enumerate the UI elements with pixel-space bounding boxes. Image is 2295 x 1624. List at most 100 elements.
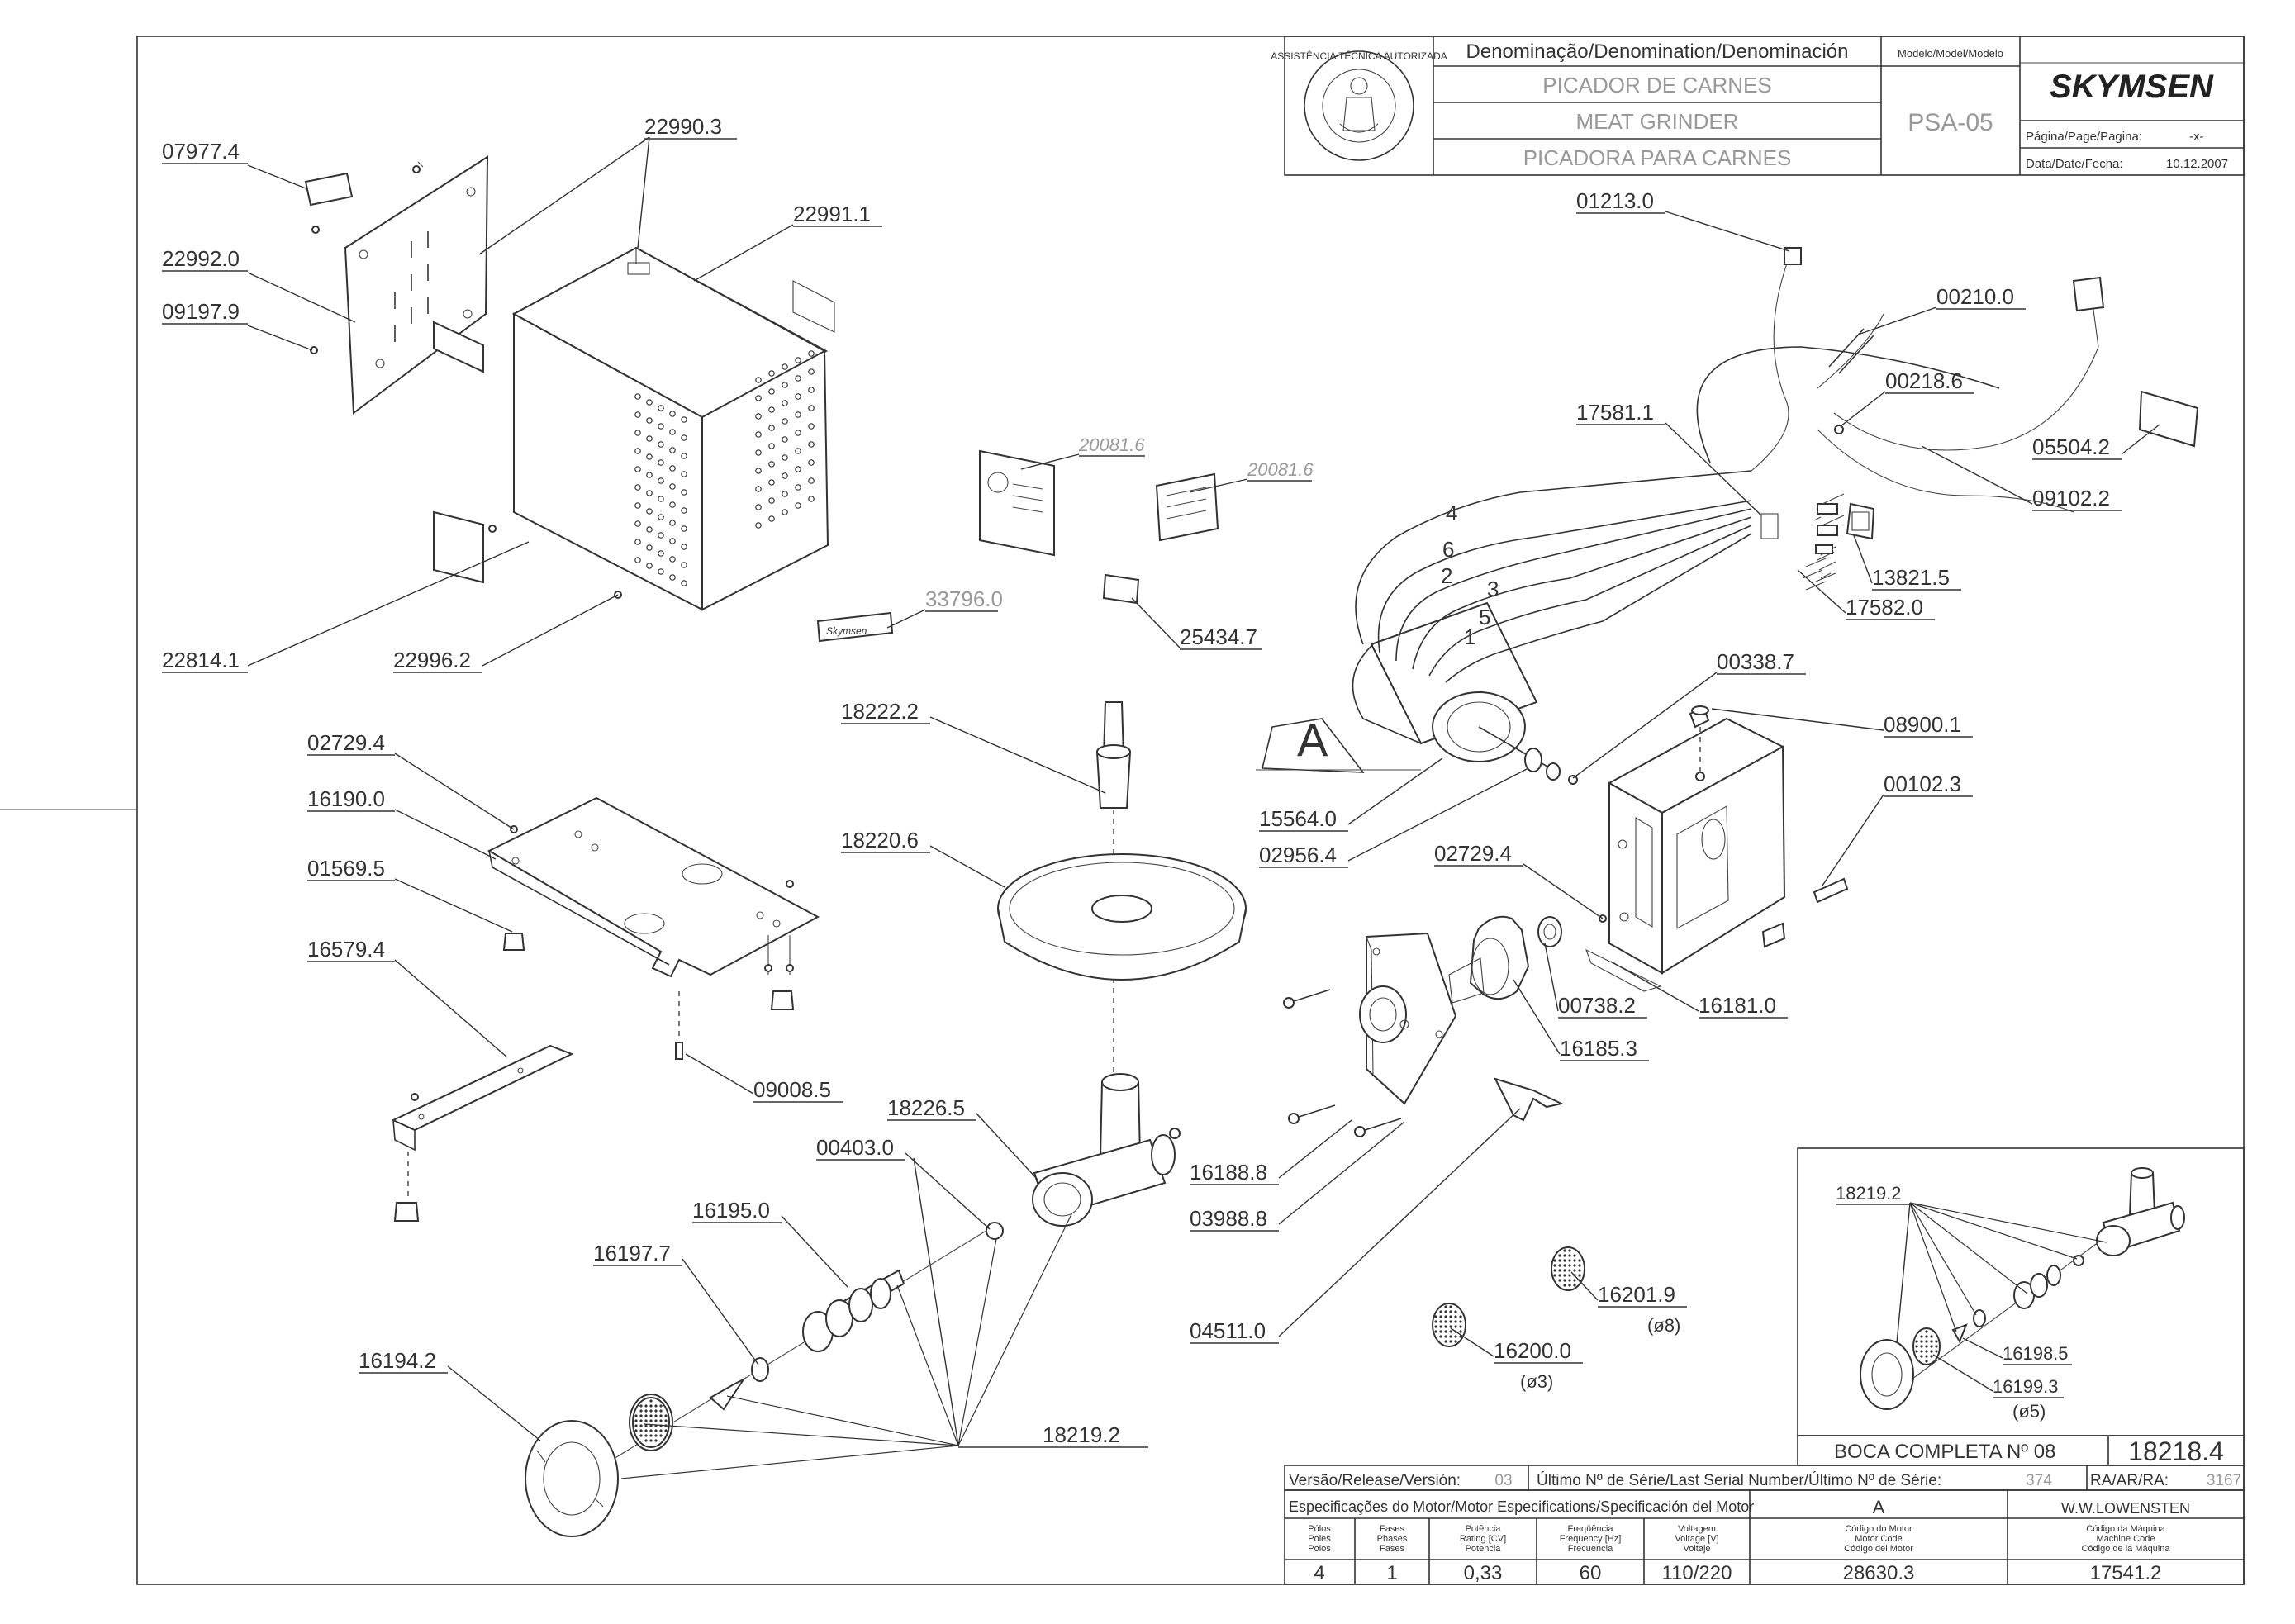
callout-16199-3: 16199.3	[1932, 1354, 2064, 1398]
ra-value: 3167	[2207, 1472, 2241, 1489]
base-plate	[487, 796, 820, 1060]
boca-code: 18218.4	[2128, 1436, 2224, 1466]
callout-02729-4: 02729.4	[1434, 841, 1604, 919]
svg-text:Skymsen: Skymsen	[826, 625, 867, 637]
callout-00738-2: 00738.2	[1544, 943, 1647, 1019]
part-number-label: 17582.0	[1846, 595, 1923, 620]
model-value: PSA-05	[1908, 109, 1993, 136]
callout-22814-1: 22814.1	[162, 541, 530, 673]
column-header-line: Polos	[1308, 1544, 1331, 1554]
part-number-label: 09197.9	[162, 299, 240, 324]
date-value: 10.12.2007	[2166, 157, 2228, 171]
callout-16197-7: 16197.7	[593, 1241, 759, 1365]
callout-16181-0: 16181.0	[1610, 961, 1788, 1019]
polos-value: 4	[1314, 1562, 1324, 1584]
front-flange	[1283, 915, 1565, 1137]
part-number-label: 25434.7	[1180, 624, 1257, 649]
column-headers: PólosPolesPolosFasesPhasesFasesPotênciaR…	[1308, 1524, 2170, 1554]
column-header-line: Fases	[1380, 1524, 1404, 1534]
callout-00338-7: 00338.7	[1572, 649, 1806, 779]
part-number-label: 16199.3	[1993, 1376, 2059, 1397]
a-header: A	[1873, 1497, 1885, 1517]
part-number-label: 16195.0	[692, 1198, 770, 1223]
column-header-line: Freqüência	[1567, 1524, 1613, 1534]
part-number-label: 16197.7	[593, 1241, 671, 1265]
author: W.W.LOWENSTEN	[2061, 1500, 2190, 1517]
denomination-header: Denominação/Denomination/Denominación	[1466, 40, 1849, 63]
callout-17581-1: 17581.1	[1576, 400, 1762, 516]
callout-18219-2: 18219.2	[1836, 1183, 2107, 1344]
part-number-label: 01569.5	[307, 856, 385, 881]
grinder-body	[1032, 1073, 1181, 1227]
column-header-line: Código do Motor	[1845, 1524, 1912, 1534]
feed-screw-assembly	[525, 1222, 1004, 1537]
tray-and-pusher	[997, 701, 1247, 1074]
part-number-label: 18219.2	[1836, 1183, 1902, 1204]
callout-16190-0: 16190.0	[307, 786, 497, 860]
callout-16200-0: 16200.0	[1450, 1327, 1583, 1364]
part-number-label: 02729.4	[307, 730, 385, 755]
drawing-frame	[136, 36, 2245, 1585]
part-number-label: 09008.5	[753, 1077, 831, 1102]
name-pt: PICADOR DE CARNES	[1542, 73, 1771, 97]
part-number-label: 15564.0	[1259, 806, 1337, 831]
part-number-label: 33796.0	[925, 586, 1003, 611]
part-number-label: 22991.1	[793, 202, 871, 226]
motor-spec-table: Especificações do Motor/Motor Especifica…	[1284, 1489, 2245, 1585]
part-number-label: 03988.8	[1190, 1206, 1267, 1231]
spec-header: Especificações do Motor/Motor Especifica…	[1289, 1498, 1754, 1515]
seal-text: ASSISTÊNCIA TÉCNICA AUTORIZADA	[1271, 50, 1447, 62]
part-number-label: 18226.5	[887, 1095, 965, 1120]
callout-08900-1: 08900.1	[1711, 708, 1973, 738]
callout-05504-2: 05504.2	[2032, 424, 2160, 460]
part-number-label: 01213.0	[1576, 188, 1654, 213]
part-number-label: 20081.6	[1078, 434, 1145, 455]
part-number-label: 16181.0	[1699, 993, 1776, 1018]
part-number-label: 02956.4	[1259, 843, 1337, 867]
callout-15564-0: 15564.0	[1259, 757, 1443, 832]
bracket	[391, 1044, 574, 1222]
callout-17582-0: 17582.0	[1797, 569, 1935, 620]
part-number-label: 00738.2	[1558, 993, 1636, 1018]
part-number-label: 16185.3	[1560, 1036, 1637, 1061]
vent-holes	[634, 350, 815, 586]
page-value: -x-	[2189, 130, 2204, 144]
part-number-label: 00403.0	[816, 1135, 894, 1160]
column-header-line: Rating [CV]	[1460, 1534, 1506, 1544]
ra-label: RA/AR/RA:	[2090, 1472, 2169, 1489]
part-number-label: 04511.0	[1190, 1318, 1266, 1343]
callout-13821-5: 13821.5	[1853, 534, 1961, 591]
column-header-line: Potência	[1466, 1524, 1502, 1534]
callout-22992-0: 22992.0	[162, 246, 356, 323]
callout-25434-7: 25434.7	[1131, 597, 1262, 650]
gearbox	[1585, 705, 1849, 992]
column-header-line: Phases	[1377, 1534, 1408, 1544]
wire-number: 4	[1446, 501, 1457, 525]
callout-16198-5: 16198.5	[1962, 1337, 2072, 1365]
volt-value: 110/220	[1662, 1562, 1732, 1584]
callout-01569-5: 01569.5	[307, 856, 513, 933]
part-number-label: 16200.0	[1494, 1338, 1571, 1363]
part-number-label: 18222.2	[841, 699, 919, 724]
version-label: Versão/Release/Versión:	[1289, 1472, 1461, 1489]
part-number-label: 18219.2	[1043, 1422, 1120, 1447]
part-number-label: 00218.6	[1885, 368, 1963, 393]
callout-33796-0: 33796.0	[886, 586, 1003, 629]
wiring-harness	[1355, 247, 2199, 683]
part-number-label: 16201.9	[1598, 1282, 1675, 1307]
diam-note-3: (ø3)	[1520, 1371, 1553, 1392]
part-number-label: 22990.3	[644, 114, 722, 139]
callout-00102-3: 00102.3	[1822, 772, 1973, 886]
part-number-label: 07977.4	[162, 139, 240, 164]
callout-07977-4: 07977.4	[162, 139, 306, 189]
release-table: Versão/Release/Versión: 03 Último Nº de …	[1284, 1465, 2245, 1491]
callout-09008-5: 09008.5	[685, 1053, 843, 1103]
wire-number: 2	[1441, 563, 1452, 588]
part-number-label: 18220.6	[841, 828, 919, 852]
callout-20081-6: 20081.6	[1189, 459, 1314, 493]
model-header: Modelo/Model/Modelo	[1898, 47, 2003, 59]
name-es: PICADORA PARA CARNES	[1523, 145, 1792, 170]
column-header-line: Machine Code	[2097, 1534, 2155, 1544]
callout-01213-0: 01213.0	[1576, 188, 1790, 252]
